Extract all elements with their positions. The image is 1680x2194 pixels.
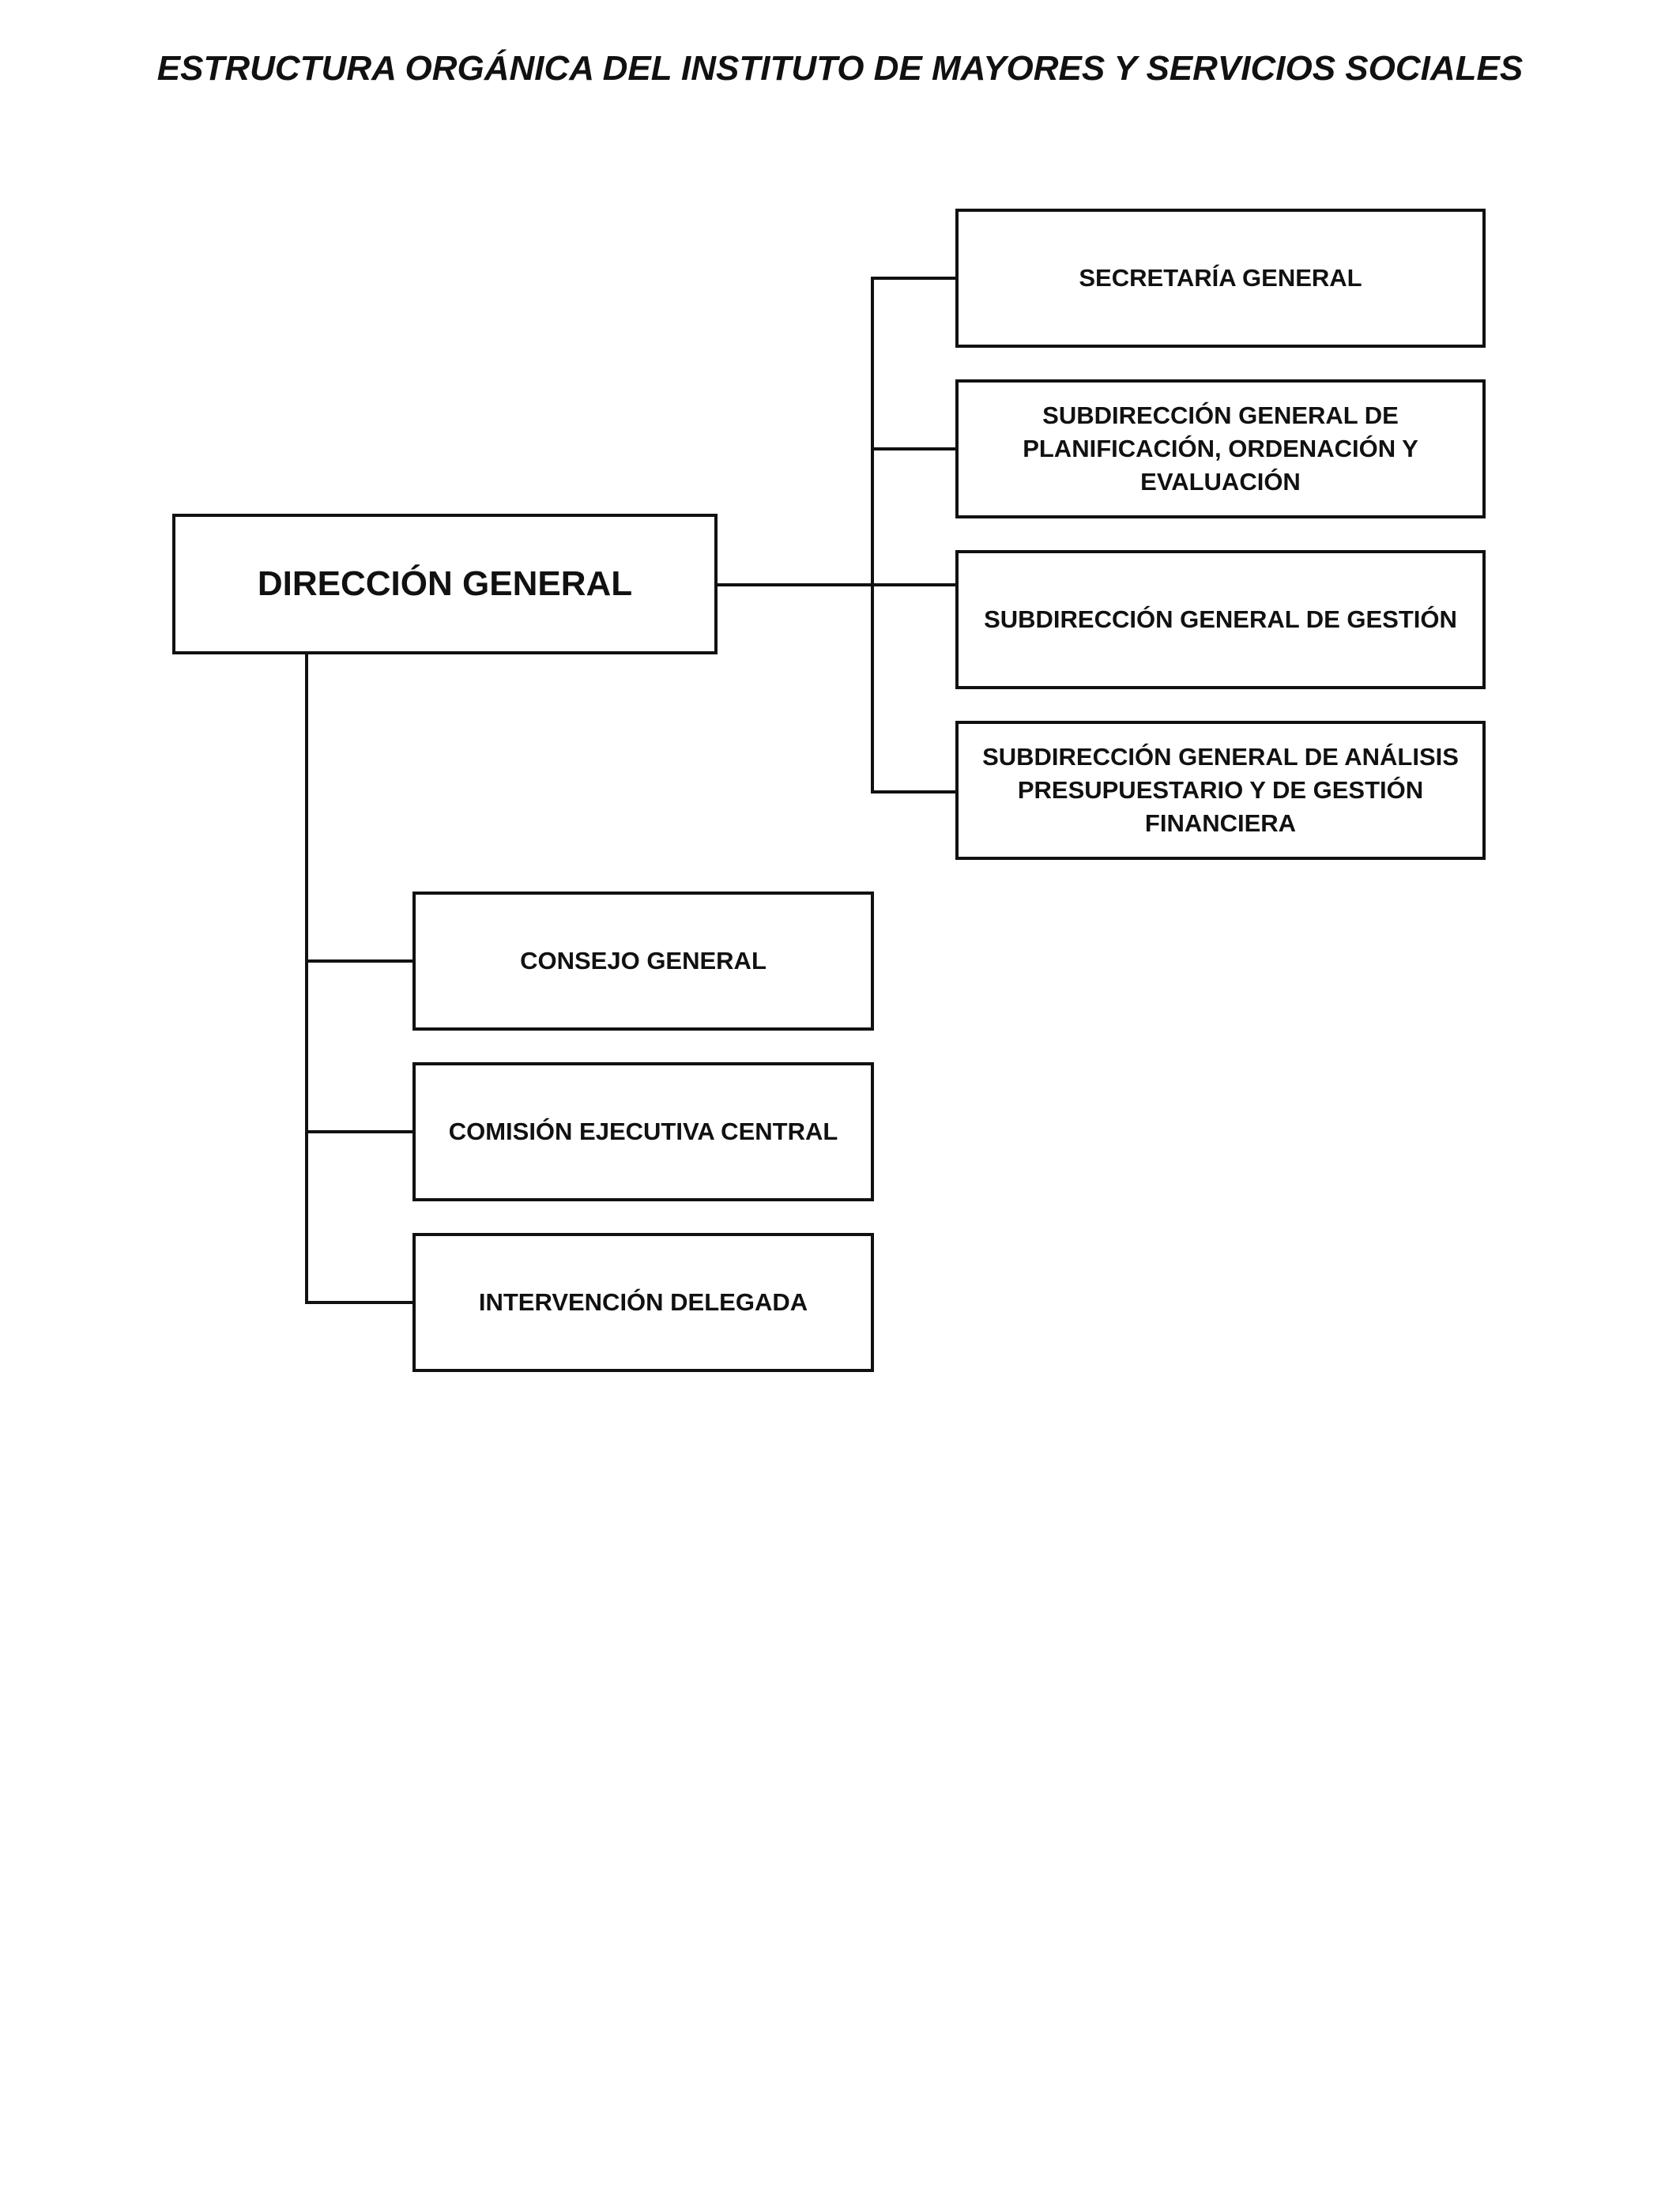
subdireccion-gestion-box: SUBDIRECCIÓN GENERAL DE GESTIÓN	[955, 550, 1486, 689]
connector-branch-secretaria	[871, 277, 958, 280]
connector-branch-intervencion	[305, 1301, 416, 1304]
consejo-general-label: CONSEJO GENERAL	[520, 947, 767, 974]
connector-branch-gestion	[871, 583, 958, 586]
subdireccion-analisis-box: SUBDIRECCIÓN GENERAL DE ANÁLISIS PRESUPU…	[955, 721, 1486, 860]
connector-right-trunk	[871, 277, 874, 794]
connector-main-right	[716, 583, 959, 586]
secretaria-general-box: SECRETARÍA GENERAL	[955, 209, 1486, 348]
subdireccion-planificacion-box: SUBDIRECCIÓN GENERAL DE PLANIFICACIÓN, O…	[955, 379, 1486, 518]
consejo-general-box: CONSEJO GENERAL	[412, 892, 874, 1031]
connector-branch-analisis	[871, 790, 958, 794]
connector-lower-trunk	[305, 650, 308, 1304]
subdireccion-gestion-label: SUBDIRECCIÓN GENERAL DE GESTIÓN	[984, 605, 1457, 633]
connector-branch-comision	[305, 1130, 416, 1133]
connector-branch-consejo	[305, 959, 416, 963]
direccion-general-label: DIRECCIÓN GENERAL	[257, 564, 633, 603]
page-title: ESTRUCTURA ORGÁNICA DEL INSTITUTO DE MAY…	[156, 49, 1524, 88]
connector-branch-planificacion	[871, 447, 958, 450]
comision-ejecutiva-label: COMISIÓN EJECUTIVA CENTRAL	[448, 1118, 838, 1145]
comision-ejecutiva-box: COMISIÓN EJECUTIVA CENTRAL	[412, 1062, 874, 1201]
secretaria-general-label: SECRETARÍA GENERAL	[1079, 264, 1362, 292]
subdireccion-planificacion-label: SUBDIRECCIÓN GENERAL DE PLANIFICACIÓN, O…	[1023, 401, 1418, 496]
direccion-general-box: DIRECCIÓN GENERAL	[172, 514, 718, 654]
intervencion-delegada-box: INTERVENCIÓN DELEGADA	[412, 1233, 874, 1372]
intervencion-delegada-label: INTERVENCIÓN DELEGADA	[478, 1288, 808, 1316]
subdireccion-analisis-label: SUBDIRECCIÓN GENERAL DE ANÁLISIS PRESUPU…	[982, 743, 1459, 837]
